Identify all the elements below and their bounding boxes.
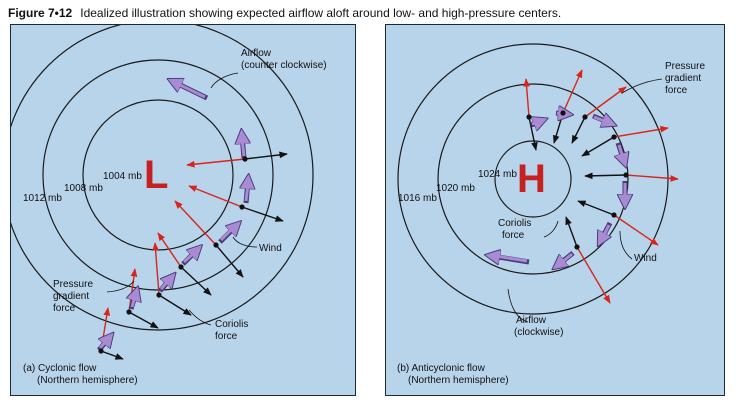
coriolis-label-line2: force	[215, 331, 238, 342]
cyclonic-diagram: L 1004 mb 1008 mb 1012 mb	[11, 25, 327, 386]
leader-lines	[507, 78, 663, 323]
coriolis-arrow	[244, 151, 288, 160]
isobar-label-1004: 1004 mb	[103, 171, 142, 182]
wind-label: Wind	[634, 253, 657, 264]
anticyclonic-force-arrows	[523, 69, 679, 304]
leader-lines	[106, 72, 258, 326]
coriolis-label-line1: Coriolis	[215, 319, 248, 330]
anticyclonic-diagram: H 1024 mb 1020 mb 1016 mb	[397, 43, 705, 386]
isobar-label-1012: 1012 mb	[23, 193, 62, 204]
figure-caption: Figure 7•12 Idealized illustration showin…	[8, 6, 561, 20]
wind-arrows-fill	[98, 82, 250, 349]
coriolis-arrow	[158, 294, 192, 316]
pressure-gradient-arrow	[625, 174, 679, 182]
pgf-label-line3: force	[665, 85, 688, 96]
pressure-gradient-arrow	[562, 69, 583, 114]
coriolis-arrow	[552, 112, 564, 144]
isobar-1020	[437, 83, 629, 275]
isobar-label-1024: 1024 mb	[478, 169, 517, 180]
wind-arrows	[97, 82, 248, 352]
isobar-1012	[11, 25, 314, 331]
panel-a-title: (a) Cyclonic flow	[23, 363, 97, 374]
coriolis-arrow	[565, 216, 578, 248]
coriolis-arrow	[215, 244, 244, 278]
wind-arrows	[492, 113, 625, 265]
air-parcels	[98, 156, 248, 354]
airflow-direction-label: (counter clockwise)	[241, 60, 327, 71]
pressure-gradient-arrow	[174, 200, 217, 246]
airflow-label: Airflow	[516, 315, 547, 326]
pgf-label-line3: force	[53, 303, 76, 314]
coriolis-label-line1: Coriolis	[498, 218, 531, 229]
pressure-gradient-arrow	[523, 78, 530, 118]
pressure-gradient-arrow	[186, 158, 246, 168]
figure-title: Idealized illustration showing expected …	[80, 6, 562, 20]
pgf-label-line2: gradient	[53, 291, 89, 302]
coriolis-arrow	[577, 200, 615, 216]
coriolis-label-line2: force	[502, 230, 525, 241]
pgf-label-line2: gradient	[665, 73, 701, 84]
coriolis-arrow	[571, 116, 586, 144]
isobar-label-1008: 1008 mb	[64, 183, 103, 194]
low-pressure-letter: L	[144, 153, 168, 197]
coriolis-arrow	[581, 136, 615, 157]
wind-label: Wind	[259, 243, 282, 254]
pressure-gradient-arrow	[584, 86, 627, 118]
pgf-label-line1: Pressure	[665, 61, 705, 72]
coriolis-arrow	[584, 172, 627, 180]
pressure-gradient-arrow	[576, 246, 611, 304]
pgf-label-line1: Pressure	[53, 279, 93, 290]
cyclonic-flow-panel: L 1004 mb 1008 mb 1012 mb	[10, 24, 356, 396]
airflow-direction-label: (clockwise)	[514, 327, 563, 338]
panel-b-title: (b) Anticyclonic flow	[397, 363, 486, 374]
coriolis-arrow	[180, 266, 212, 296]
figure-number: Figure 7•12	[8, 6, 73, 20]
airflow-label: Airflow	[241, 48, 272, 59]
pressure-gradient-arrow	[157, 232, 182, 268]
pressure-gradient-arrow	[188, 185, 243, 208]
isobar-label-1016: 1016 mb	[398, 193, 437, 204]
coriolis-arrow	[128, 311, 159, 329]
wind-arrows-fill	[495, 111, 627, 265]
isobar-label-1020: 1020 mb	[436, 183, 475, 194]
panel-a-subtitle: (Northern hemisphere)	[37, 375, 138, 386]
pressure-gradient-arrow	[152, 242, 160, 296]
isobar-1024	[494, 140, 572, 218]
coriolis-arrow	[100, 350, 124, 360]
air-parcels	[526, 110, 629, 250]
panel-b-subtitle: (Northern hemisphere)	[408, 375, 509, 386]
coriolis-arrow	[241, 206, 284, 222]
coriolis-arrow	[528, 116, 538, 151]
isobar-1016	[397, 43, 669, 315]
anticyclonic-flow-panel: H 1024 mb 1020 mb 1016 mb	[385, 24, 725, 396]
high-pressure-letter: H	[517, 157, 546, 201]
pressure-gradient-arrow	[613, 125, 669, 138]
pressure-gradient-arrow	[613, 214, 659, 246]
